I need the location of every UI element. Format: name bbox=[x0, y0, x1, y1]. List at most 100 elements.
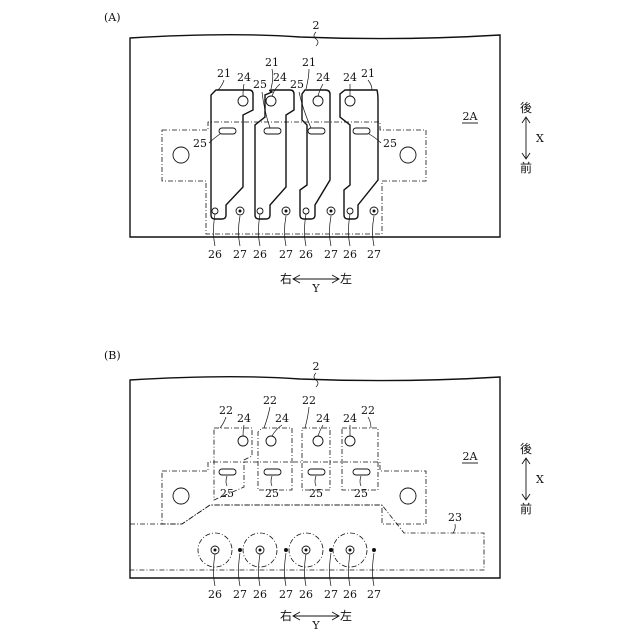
panel-a-pin-26-1 bbox=[212, 208, 218, 214]
panel-b-hole-24-2 bbox=[266, 436, 276, 446]
panel-b-slot-label-2: 25 bbox=[265, 487, 279, 500]
panel-a-terminal-label-3: 21 bbox=[302, 56, 316, 69]
panel-b-x-axis-top-label: 後 bbox=[520, 442, 532, 456]
panel-b-area-label: 2A bbox=[463, 450, 479, 463]
panel-b-x-axis: 後 X 前 bbox=[520, 442, 544, 516]
panel-b-hole-24-1 bbox=[238, 436, 248, 446]
panel-b-pin-27-3 bbox=[329, 548, 333, 552]
panel-b-pin-27-1 bbox=[238, 548, 242, 552]
panel-b-slot-25-3 bbox=[308, 469, 325, 475]
panel-b-mount-hole-right bbox=[400, 488, 416, 504]
panel-a-slot-label-left: 25 bbox=[193, 137, 207, 150]
panel-b-hole-24-4 bbox=[345, 436, 355, 446]
panel-b-hole-label-2: 24 bbox=[275, 412, 289, 425]
panel-a-label: (A) bbox=[104, 11, 121, 24]
panel-b-region-23-outline bbox=[130, 505, 484, 570]
panel-b-x-axis-letter: X bbox=[536, 473, 544, 486]
panel-a-y-axis-left-label: 右 bbox=[280, 271, 292, 286]
panel-a-y-axis-letter: Y bbox=[311, 282, 320, 295]
panel-a-hole-24-4 bbox=[345, 96, 355, 106]
panel-a-hole-label-4: 24 bbox=[343, 71, 357, 84]
panel-a-bottom-label-4: 27 bbox=[279, 248, 293, 261]
panel-b-mount-hole-left bbox=[173, 488, 189, 504]
panel-b-bottom-label-6: 27 bbox=[324, 588, 338, 601]
panel-a-slot-25-2 bbox=[264, 128, 281, 134]
panel-a-mount-hole-left bbox=[173, 147, 189, 163]
panel-a-bottom-label-5: 26 bbox=[299, 248, 313, 261]
panel-a-hole-label-1: 24 bbox=[237, 71, 251, 84]
panel-a-hole-label-3: 24 bbox=[316, 71, 330, 84]
panel-a: (A) 2 2A 2 bbox=[104, 11, 544, 295]
panel-a-bottom-label-1: 26 bbox=[208, 248, 222, 261]
panel-b-slot-25-4 bbox=[353, 469, 370, 475]
panel-a-pin-26-4 bbox=[347, 208, 353, 214]
panel-b-bottom-label-5: 26 bbox=[299, 588, 313, 601]
panel-b-hole-label-4: 24 bbox=[343, 412, 357, 425]
panel-a-x-axis-top-label: 後 bbox=[520, 101, 532, 115]
panel-b-y-axis: 右 Y 左 bbox=[280, 608, 352, 632]
panel-a-terminal-label-2: 21 bbox=[265, 56, 279, 69]
panel-b-pad-label-3: 22 bbox=[302, 394, 316, 407]
panel-a-slot-25-3 bbox=[308, 128, 325, 134]
panel-b-pin-27-4 bbox=[372, 548, 376, 552]
panel-b-board-number: 2 bbox=[313, 360, 320, 373]
panel-a-terminal-1 bbox=[211, 90, 253, 219]
panel-b-bottom-label-1: 26 bbox=[208, 588, 222, 601]
panel-b-hole-label-1: 24 bbox=[237, 412, 251, 425]
panel-a-slot-25-1 bbox=[219, 128, 236, 134]
panel-b-slot-25-2 bbox=[264, 469, 281, 475]
panel-b-slot-label-3: 25 bbox=[309, 487, 323, 500]
panel-b-bottom-label-2: 27 bbox=[233, 588, 247, 601]
panel-b-pad-22-3 bbox=[302, 428, 330, 490]
panel-b-slot-25-1 bbox=[219, 469, 236, 475]
panel-b-bottom-label-7: 26 bbox=[343, 588, 357, 601]
panel-a-hole-label-2: 24 bbox=[273, 71, 287, 84]
panel-a-bottom-label-6: 27 bbox=[324, 248, 338, 261]
panel-a-terminal-label-4: 21 bbox=[361, 67, 375, 80]
panel-b-y-axis-left-label: 右 bbox=[280, 608, 292, 623]
panel-a-board-number: 2 bbox=[313, 19, 320, 32]
panel-a-y-axis-right-label: 左 bbox=[340, 271, 352, 286]
panel-b-pad-label-4: 22 bbox=[361, 404, 375, 417]
panel-a-pin-26-3 bbox=[303, 208, 309, 214]
panel-a-bottom-label-3: 26 bbox=[253, 248, 267, 261]
panel-a-hole-24-3 bbox=[313, 96, 323, 106]
panel-b: (B) 2 2A bbox=[104, 349, 544, 632]
panel-a-terminal-4 bbox=[340, 90, 378, 219]
panel-a-bottom-label-8: 27 bbox=[367, 248, 381, 261]
panel-b-label: (B) bbox=[104, 349, 121, 362]
panel-a-pin-26-2 bbox=[257, 208, 263, 214]
panel-a-slot-label-1: 25 bbox=[253, 78, 267, 91]
panel-b-hole-24-3 bbox=[313, 436, 323, 446]
panel-b-bottom-labels: 26 27 26 27 26 27 26 27 bbox=[208, 553, 381, 601]
panel-a-board-number-leader bbox=[314, 32, 318, 46]
panel-a-terminal-2 bbox=[255, 90, 294, 219]
panel-b-pad-label-2: 22 bbox=[263, 394, 277, 407]
panel-a-mount-hole-right bbox=[400, 147, 416, 163]
panel-b-bottom-label-8: 27 bbox=[367, 588, 381, 601]
panel-b-land-outline bbox=[162, 462, 426, 524]
panel-a-bottom-label-7: 26 bbox=[343, 248, 357, 261]
panel-a-slot-25-4 bbox=[353, 128, 370, 134]
panel-b-region-label: 23 bbox=[448, 511, 462, 524]
panel-a-x-axis: 後 X 前 bbox=[520, 101, 544, 175]
panel-a-y-axis: 右 Y 左 bbox=[280, 271, 352, 295]
panel-a-slot-label-2: 25 bbox=[290, 78, 304, 91]
panel-a-hole-24-1 bbox=[238, 96, 248, 106]
panel-b-slot-label-1: 25 bbox=[220, 487, 234, 500]
panel-b-slot-label-4: 25 bbox=[354, 487, 368, 500]
panel-a-slot-label-right: 25 bbox=[383, 137, 397, 150]
panel-a-terminal-label-1: 21 bbox=[217, 67, 231, 80]
panel-a-hole-24-2 bbox=[266, 96, 276, 106]
panel-a-x-axis-letter: X bbox=[536, 132, 544, 145]
panel-b-y-axis-right-label: 左 bbox=[340, 608, 352, 623]
panel-a-x-axis-bottom-label: 前 bbox=[520, 160, 532, 175]
panel-b-bottom-label-4: 27 bbox=[279, 588, 293, 601]
panel-b-bottom-label-3: 26 bbox=[253, 588, 267, 601]
panel-a-terminal-3 bbox=[300, 90, 330, 219]
panel-b-pad-label-1: 22 bbox=[219, 404, 233, 417]
panel-b-y-axis-letter: Y bbox=[311, 619, 320, 632]
panel-b-x-axis-bottom-label: 前 bbox=[520, 501, 532, 516]
panel-a-bottom-label-2: 27 bbox=[233, 248, 247, 261]
